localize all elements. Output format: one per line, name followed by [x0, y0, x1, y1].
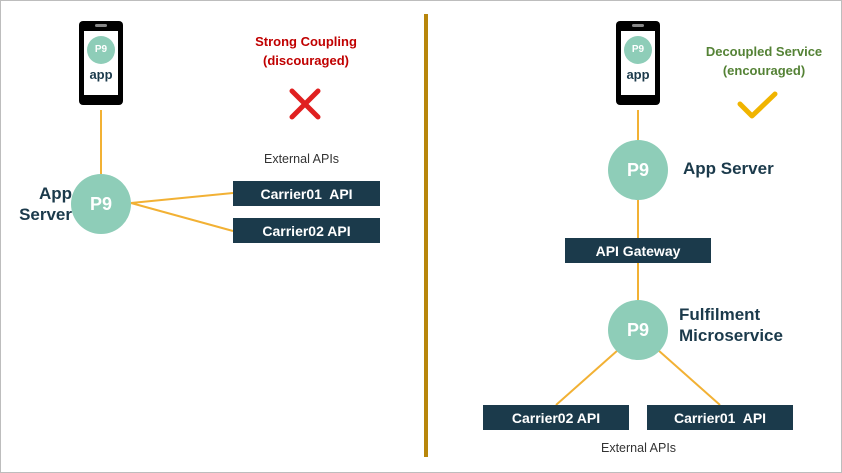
right-external-apis-label: External APIs — [601, 441, 677, 455]
right-caption: Decoupled Service (encouraged) — [690, 42, 838, 80]
p9-logo-icon: P9 — [624, 36, 652, 64]
left-caption: Strong Coupling (discouraged) — [236, 32, 376, 70]
left-caption-line2: (discouraged) — [263, 53, 349, 68]
left-phone: P9 app — [79, 21, 123, 105]
right-app-server-label: App Server — [683, 159, 774, 178]
right-phone: P9 app — [616, 21, 660, 105]
left-server-carrier02-connector — [130, 202, 234, 232]
right-carrier02-api-box: Carrier02 API — [483, 405, 629, 430]
phone-speaker — [632, 24, 644, 27]
fulfilment-microservice-node: P9 — [608, 300, 668, 360]
phone-speaker — [95, 24, 107, 27]
p9-logo-icon: P9 — [87, 36, 115, 64]
cross-icon — [289, 88, 321, 120]
right-app-server-node: P9 — [608, 140, 668, 200]
left-carrier02-api-box: Carrier02 API — [233, 218, 380, 243]
fulfilment-microservice-label: Fulfilment Microservice — [679, 304, 783, 346]
phone-screen: P9 app — [84, 31, 118, 95]
left-server-carrier01-connector — [130, 192, 234, 204]
right-fulfilment-carrier01-connector — [657, 349, 721, 406]
left-app-server-label-line2: Server — [19, 205, 72, 224]
panel-divider — [424, 14, 428, 457]
right-fulfilment-carrier02-connector — [555, 349, 619, 406]
fulfilment-label-line2: Microservice — [679, 326, 783, 345]
right-caption-line2: (encouraged) — [722, 63, 806, 78]
right-carrier01-api-box: Carrier01 API — [647, 405, 793, 430]
left-carrier01-api-box: Carrier01 API — [233, 181, 380, 206]
left-app-server-label-line1: App — [38, 184, 72, 203]
left-caption-line1: Strong Coupling — [255, 34, 357, 49]
fulfilment-label-line1: Fulfilment — [679, 305, 761, 324]
left-app-server-label: App Server — [14, 183, 72, 225]
left-app-server-node: P9 — [71, 174, 131, 234]
right-caption-line1: Decoupled Service — [705, 44, 823, 59]
api-gateway-box: API Gateway — [565, 238, 711, 263]
left-external-apis-label: External APIs — [264, 152, 340, 166]
phone-screen: P9 app — [621, 31, 655, 95]
check-icon — [737, 91, 778, 119]
phone-app-label: app — [89, 67, 113, 82]
phone-app-label: app — [626, 67, 650, 82]
